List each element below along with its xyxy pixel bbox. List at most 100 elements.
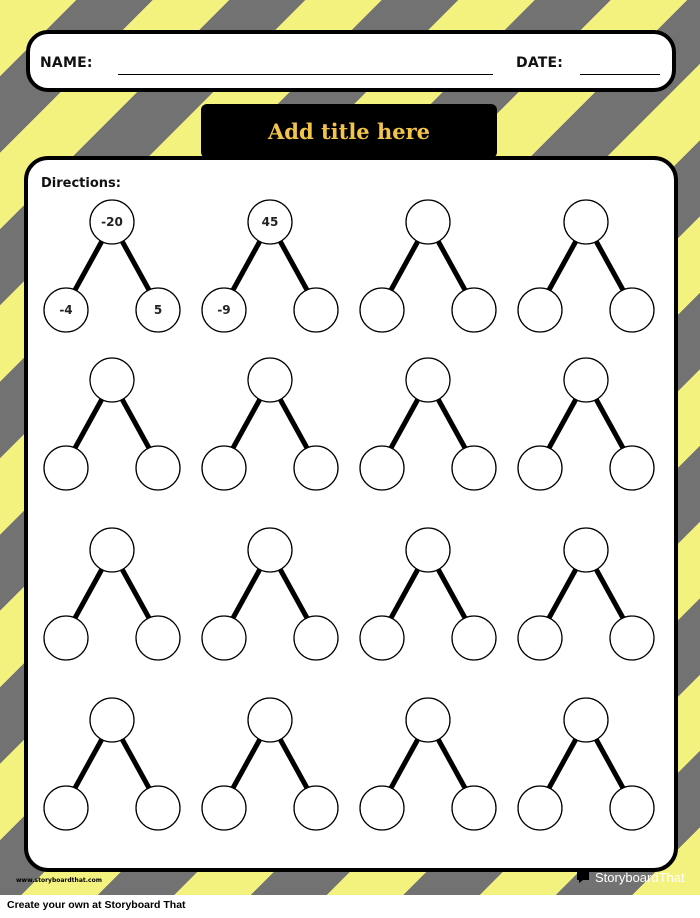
bond-circle-right[interactable] bbox=[135, 615, 181, 661]
bond-circle-top[interactable] bbox=[563, 199, 609, 245]
bond-value-top[interactable]: 45 bbox=[262, 215, 279, 229]
directions-label: Directions: bbox=[41, 176, 121, 191]
date-field-line[interactable] bbox=[580, 74, 660, 75]
bond-value-left[interactable]: -4 bbox=[59, 303, 72, 317]
bond-line-left bbox=[72, 737, 105, 790]
bond-line-left bbox=[388, 737, 421, 790]
bond-circle-left[interactable] bbox=[359, 445, 405, 491]
number-bond bbox=[43, 357, 181, 491]
bond-circle-left[interactable] bbox=[43, 445, 89, 491]
bond-line-left bbox=[72, 397, 105, 450]
bond-circle-left[interactable] bbox=[359, 615, 405, 661]
bond-line-right bbox=[593, 239, 626, 292]
bond-circle-top[interactable] bbox=[405, 357, 451, 403]
bond-circle-top[interactable] bbox=[563, 527, 609, 573]
number-bond bbox=[517, 697, 655, 831]
bond-line-left bbox=[72, 239, 105, 292]
bond-circle-right[interactable] bbox=[135, 785, 181, 831]
page-title[interactable]: Add title here bbox=[267, 118, 431, 144]
number-bond bbox=[43, 527, 181, 661]
bond-line-right bbox=[119, 737, 152, 790]
bond-line-right bbox=[277, 397, 310, 450]
bond-circle-left[interactable] bbox=[359, 287, 405, 333]
name-field-line[interactable] bbox=[118, 74, 493, 75]
bond-circle-top[interactable] bbox=[247, 527, 293, 573]
bond-circle-right[interactable] bbox=[135, 287, 181, 333]
bond-line-left bbox=[546, 567, 579, 620]
number-bond: 45 -9 bbox=[201, 199, 339, 333]
name-label: NAME: bbox=[40, 55, 93, 71]
bond-circle-top[interactable] bbox=[247, 199, 293, 245]
number-bond bbox=[517, 527, 655, 661]
bond-circle-right[interactable] bbox=[609, 615, 655, 661]
bond-circle-left[interactable] bbox=[517, 785, 563, 831]
bond-line-left bbox=[230, 239, 263, 292]
number-bond-grid: -20 -4 5 45 -9 bbox=[43, 199, 655, 831]
bond-circle-left[interactable] bbox=[201, 445, 247, 491]
bond-circle-right[interactable] bbox=[451, 445, 497, 491]
bottom-caption: Create your own at Storyboard That bbox=[7, 899, 186, 911]
bond-circle-top[interactable] bbox=[89, 199, 135, 245]
bond-circle-left[interactable] bbox=[359, 785, 405, 831]
bond-circle-right[interactable] bbox=[609, 445, 655, 491]
bond-circle-right[interactable] bbox=[293, 615, 339, 661]
bond-value-right[interactable]: 5 bbox=[154, 303, 162, 317]
bond-circle-top[interactable] bbox=[89, 527, 135, 573]
bond-circle-right[interactable] bbox=[293, 287, 339, 333]
bond-circle-top[interactable] bbox=[89, 357, 135, 403]
number-bond bbox=[517, 357, 655, 491]
bond-circle-top[interactable] bbox=[563, 357, 609, 403]
bond-line-left bbox=[72, 567, 105, 620]
bond-circle-right[interactable] bbox=[451, 785, 497, 831]
bond-line-left bbox=[230, 397, 263, 450]
bond-value-top[interactable]: -20 bbox=[101, 215, 123, 229]
bond-circle-right[interactable] bbox=[135, 445, 181, 491]
number-bond bbox=[43, 697, 181, 831]
bond-circle-top[interactable] bbox=[563, 697, 609, 743]
number-bond bbox=[201, 697, 339, 831]
number-bond bbox=[359, 357, 497, 491]
bond-circle-top[interactable] bbox=[405, 527, 451, 573]
bond-circle-top[interactable] bbox=[89, 697, 135, 743]
number-bond bbox=[201, 527, 339, 661]
number-bond bbox=[359, 697, 497, 831]
storyboard-logo-icon bbox=[577, 872, 589, 883]
bond-circle-top[interactable] bbox=[405, 697, 451, 743]
bond-line-right bbox=[119, 239, 152, 292]
date-label: DATE: bbox=[516, 55, 564, 71]
title-banner[interactable]: Add title here bbox=[201, 104, 497, 158]
number-bond bbox=[359, 527, 497, 661]
bond-value-left[interactable]: -9 bbox=[217, 303, 230, 317]
bond-circle-left[interactable] bbox=[43, 615, 89, 661]
bond-circle-right[interactable] bbox=[609, 287, 655, 333]
bond-line-right bbox=[277, 737, 310, 790]
number-bond bbox=[201, 357, 339, 491]
bond-circle-top[interactable] bbox=[405, 199, 451, 245]
bond-circle-top[interactable] bbox=[247, 357, 293, 403]
bond-circle-left[interactable] bbox=[43, 287, 89, 333]
bond-line-left bbox=[388, 397, 421, 450]
bond-circle-left[interactable] bbox=[201, 785, 247, 831]
bond-circle-left[interactable] bbox=[201, 287, 247, 333]
bond-line-left bbox=[388, 567, 421, 620]
bond-line-left bbox=[546, 239, 579, 292]
storyboardthat-logo: StoryboardThat bbox=[575, 868, 687, 886]
bond-circle-right[interactable] bbox=[451, 615, 497, 661]
bond-circle-left[interactable] bbox=[517, 615, 563, 661]
bond-circle-right[interactable] bbox=[293, 785, 339, 831]
bond-circle-right[interactable] bbox=[293, 445, 339, 491]
bond-line-right bbox=[593, 567, 626, 620]
worksheet-background: NAME: DATE: Add title here Directions: -… bbox=[0, 0, 700, 895]
bond-line-right bbox=[277, 239, 310, 292]
bond-circle-right[interactable] bbox=[609, 785, 655, 831]
bond-line-right bbox=[277, 567, 310, 620]
bond-circle-left[interactable] bbox=[517, 287, 563, 333]
bond-circle-left[interactable] bbox=[517, 445, 563, 491]
bond-line-left bbox=[546, 397, 579, 450]
bond-circle-left[interactable] bbox=[201, 615, 247, 661]
bond-circle-top[interactable] bbox=[247, 697, 293, 743]
number-bond bbox=[517, 199, 655, 333]
bond-circle-right[interactable] bbox=[451, 287, 497, 333]
bond-circle-left[interactable] bbox=[43, 785, 89, 831]
bond-line-left bbox=[230, 737, 263, 790]
